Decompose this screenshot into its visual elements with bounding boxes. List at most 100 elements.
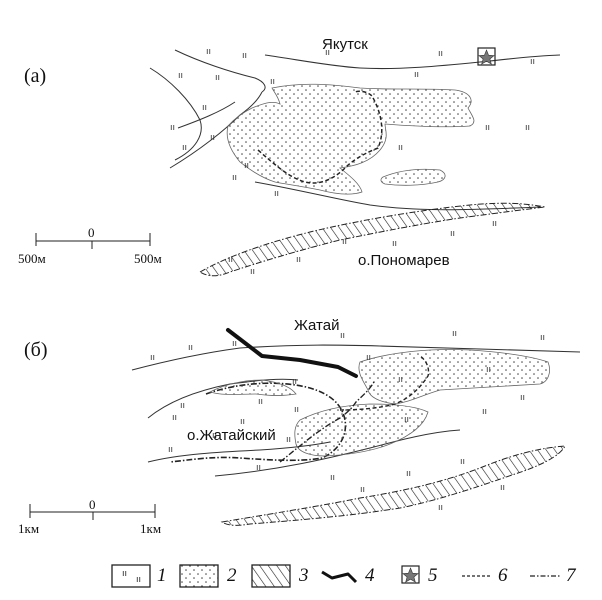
boundary-b-dashed: [339, 355, 430, 411]
svg-text:ıı: ıı: [492, 219, 497, 229]
scale-b-zero: 0: [89, 497, 96, 512]
svg-text:ıı: ıı: [136, 575, 141, 585]
svg-text:ıı: ıı: [294, 405, 299, 415]
svg-text:ıı: ıı: [398, 143, 403, 153]
svg-text:ıı: ıı: [500, 483, 505, 493]
boundary-a-dashed: [257, 90, 383, 184]
svg-text:ıı: ıı: [406, 469, 411, 479]
svg-text:ıı: ıı: [215, 73, 220, 83]
svg-text:ıı: ıı: [210, 133, 215, 143]
legend-swatch-3: [251, 564, 291, 588]
scale-b-left: 1км: [18, 521, 40, 536]
svg-text:ıı: ıı: [178, 71, 183, 81]
svg-text:ıı: ıı: [206, 47, 211, 57]
sandbar-a-main: [226, 83, 475, 195]
svg-text:ıı: ıı: [398, 375, 403, 385]
legend-swatch-1: ıı ıı: [111, 564, 151, 588]
scale-b-right: 1км: [140, 521, 162, 536]
svg-text:ıı: ıı: [258, 397, 263, 407]
svg-text:ıı: ıı: [270, 77, 275, 87]
dam-line: [226, 328, 358, 378]
svg-text:ıı: ıı: [202, 103, 207, 113]
panel-a-label: (а): [24, 65, 47, 87]
legend-num-5: 5: [428, 565, 438, 586]
svg-text:ıı: ıı: [520, 393, 525, 403]
svg-text:ıı: ıı: [286, 435, 291, 445]
svg-text:ıı: ıı: [250, 267, 255, 277]
svg-text:ıı: ıı: [150, 353, 155, 363]
svg-text:ıı: ıı: [540, 333, 545, 343]
hatched-bar-b: [220, 445, 566, 526]
svg-text:ıı: ıı: [256, 463, 261, 473]
legend-swatch-5: [401, 565, 420, 584]
svg-text:ıı: ıı: [296, 255, 301, 265]
svg-text:ıı: ıı: [486, 365, 491, 375]
sandbar-a-small: [380, 168, 446, 186]
svg-text:ıı: ıı: [482, 407, 487, 417]
sandbar-b-lower: [294, 403, 429, 457]
panel-b-label: (б): [24, 339, 48, 361]
svg-text:ıı: ıı: [360, 485, 365, 495]
scale-bar-a: [35, 233, 151, 249]
channel-bank-a2: [149, 67, 202, 161]
legend-num-1: 1: [157, 565, 167, 586]
svg-text:ıı: ıı: [122, 569, 127, 579]
channel-bank-a4: [177, 101, 236, 129]
yakutsk-star-marker: [477, 47, 496, 66]
svg-text:ıı: ıı: [170, 123, 175, 133]
svg-text:ıı: ıı: [244, 161, 249, 171]
svg-text:ıı: ıı: [180, 401, 185, 411]
svg-text:ıı: ıı: [366, 353, 371, 363]
svg-text:ıı: ıı: [392, 239, 397, 249]
svg-text:ıı: ıı: [172, 413, 177, 423]
svg-text:ıı: ıı: [530, 57, 535, 67]
svg-text:ıı: ıı: [340, 331, 345, 341]
legend-num-3: 3: [299, 565, 309, 586]
svg-text:ıı: ıı: [404, 415, 409, 425]
legend-num-4: 4: [365, 565, 375, 586]
sandbar-b-upper: [358, 349, 550, 405]
city-label-zhatai: Жатай: [294, 317, 340, 334]
legend: ıı ıı: [111, 564, 560, 588]
legend-num-6: 6: [498, 565, 508, 586]
legend-num-2: 2: [227, 565, 237, 586]
svg-text:ıı: ıı: [232, 173, 237, 183]
sandbar-b-left: [208, 379, 297, 396]
svg-text:ıı: ıı: [460, 457, 465, 467]
svg-text:ıı: ıı: [274, 189, 279, 199]
svg-text:ıı: ıı: [325, 48, 330, 58]
upper-shoreline-b: [131, 344, 581, 371]
svg-text:ıı: ıı: [438, 503, 443, 513]
svg-text:ıı: ıı: [228, 255, 233, 265]
ponomarev-island: [199, 202, 546, 277]
svg-text:ıı: ıı: [182, 143, 187, 153]
island-label-zhataisky: о.Жатайский: [187, 427, 276, 444]
svg-text:ıı: ıı: [525, 123, 530, 133]
svg-text:ıı: ıı: [212, 431, 217, 441]
zhataisky-island: [169, 382, 347, 463]
svg-text:ıı: ıı: [450, 229, 455, 239]
svg-text:ıı: ıı: [240, 417, 245, 427]
scale-a-left: 500м: [18, 251, 46, 266]
legend-swatch-2: [179, 564, 219, 588]
svg-text:ıı: ıı: [485, 123, 490, 133]
svg-text:ıı: ıı: [188, 343, 193, 353]
svg-text:ıı: ıı: [292, 377, 297, 387]
svg-text:ıı: ıı: [242, 51, 247, 61]
scale-a-right: 500м: [134, 251, 162, 266]
scale-bar-b: [29, 504, 156, 520]
city-shoreline-a: [264, 54, 561, 70]
svg-text:ıı: ıı: [330, 473, 335, 483]
svg-text:ıı: ıı: [438, 49, 443, 59]
svg-text:ıı: ıı: [414, 70, 419, 80]
svg-text:ıı: ıı: [342, 237, 347, 247]
svg-text:ıı: ıı: [452, 329, 457, 339]
scale-a-zero: 0: [88, 225, 95, 240]
island-label-ponomarev: о.Пономарев: [358, 252, 450, 269]
channel-bank-a1: [174, 49, 266, 93]
